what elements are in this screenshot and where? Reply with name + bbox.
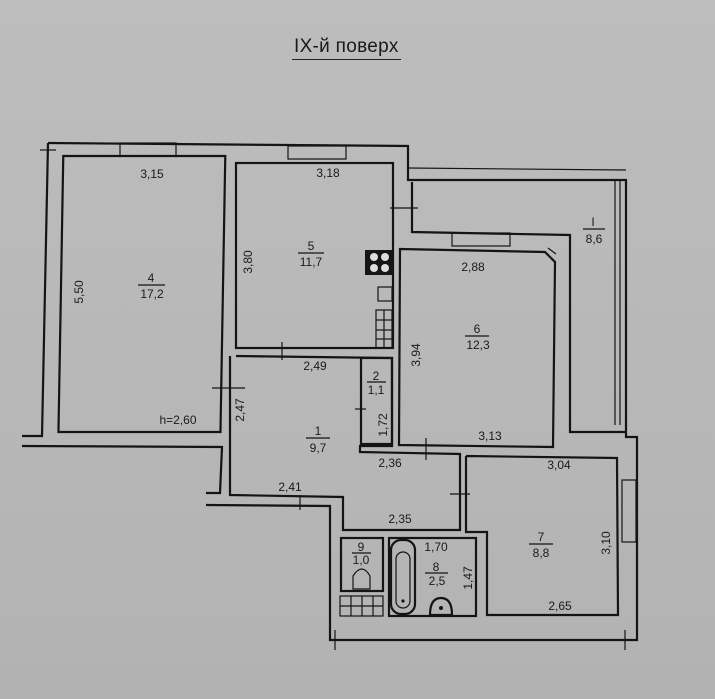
room-7: 3,04 3,10 7 8,8 2,65	[464, 454, 620, 617]
room-4-number: 4	[148, 271, 155, 285]
dim-corridor-bottom: 2,35	[388, 512, 412, 526]
sink-icon	[377, 286, 393, 302]
ceiling-height: h=2,60	[159, 413, 196, 427]
room-2-number: 2	[373, 369, 380, 383]
dim-r6-top: 2,88	[461, 260, 485, 274]
room-8-area: 2,5	[429, 574, 446, 588]
room-1-area: 9,7	[310, 441, 327, 455]
room-1: 2,49 2,47 1 9,7 2,41 2,36 2,35	[212, 342, 470, 532]
bathtub-icon	[389, 538, 417, 616]
tile-icon	[339, 595, 384, 617]
dim-r1-bottom-left: 2,41	[278, 480, 302, 494]
room-7-area: 8,8	[533, 546, 550, 560]
dim-r5-width: 3,18	[316, 166, 340, 180]
room-9-number: 9	[358, 540, 365, 554]
dim-r8-height: 1,47	[461, 566, 475, 590]
outer-walls	[21, 141, 639, 650]
room-9-area: 1,0	[353, 553, 370, 567]
room-5: 3,18 3,80 5 11,7	[234, 161, 395, 350]
dim-r7-top: 3,04	[547, 458, 571, 472]
dim-r6-height: 3,94	[409, 343, 423, 367]
dim-r1-left: 2,47	[233, 398, 247, 422]
room-4-area: 17,2	[140, 287, 164, 301]
counter-icon	[375, 309, 393, 349]
stove-icon	[365, 250, 393, 275]
balcony-number: I	[591, 215, 594, 229]
room-6-area: 12,3	[466, 338, 490, 352]
dim-r4-width: 3,15	[140, 167, 164, 181]
room-6: 2,88 3,94 6 12,3 3,13	[397, 247, 557, 460]
dim-r7-bottom: 2,65	[548, 599, 572, 613]
room-1-number: 1	[315, 424, 322, 438]
room-6-number: 6	[474, 322, 481, 336]
dim-r1-top: 2,49	[303, 359, 327, 373]
dim-r7-height: 3,10	[599, 531, 613, 555]
room-9: 9 1,0	[339, 536, 385, 617]
dim-r6-bottom: 3,13	[478, 429, 502, 443]
floor-title: IX-й поверх	[292, 36, 401, 60]
room-5-number: 5	[308, 239, 315, 253]
room-8-number: 8	[433, 560, 440, 574]
room-2: 2 1,1 1,72	[355, 356, 394, 446]
dim-corridor-top: 2,36	[378, 456, 402, 470]
room-8: 1,70 8 2,5 1,47	[387, 536, 478, 618]
dim-r2-height: 1,72	[376, 413, 390, 437]
dim-r4-height: 5,50	[72, 280, 86, 304]
room-4: 3,15 5,50 4 17,2 h=2,60	[57, 154, 227, 434]
toilet-icon	[352, 568, 371, 590]
balcony-area: 8,6	[586, 232, 603, 246]
room-7-number: 7	[538, 530, 545, 544]
sink-icon	[428, 596, 454, 617]
room-2-area: 1,1	[368, 383, 385, 397]
room-5-area: 11,7	[300, 255, 323, 269]
balcony: I 8,6	[410, 182, 626, 434]
dim-r5-height: 3,80	[241, 250, 255, 274]
dim-r8-width: 1,70	[424, 540, 448, 554]
